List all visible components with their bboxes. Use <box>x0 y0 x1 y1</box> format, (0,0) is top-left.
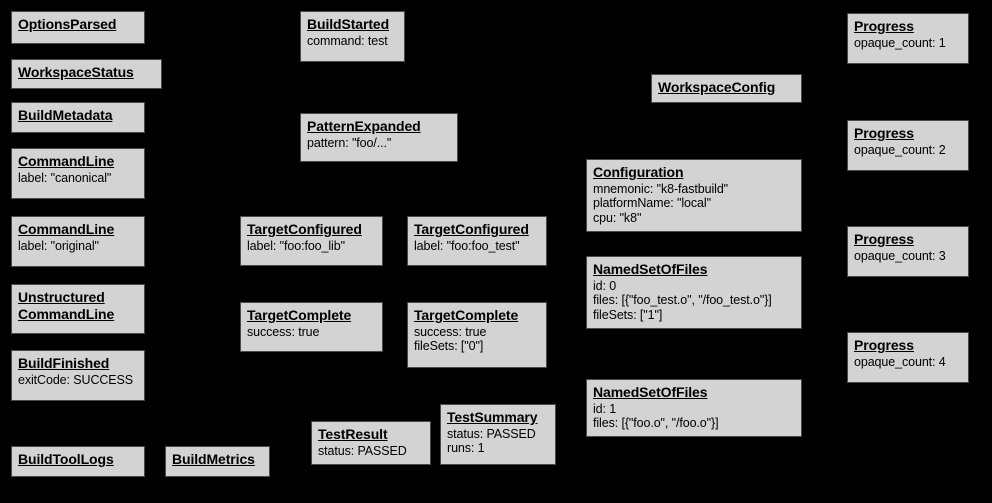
event-node-fields: status: PASSED <box>318 444 424 459</box>
event-node-title: TestResult <box>318 426 388 442</box>
event-node-title: TargetConfigured <box>247 221 362 237</box>
event-node-title: TargetComplete <box>414 307 519 323</box>
event-node-title: WorkspaceStatus <box>18 64 134 80</box>
event-node-fields: pattern: "foo/..." <box>307 136 451 151</box>
event-node-fields: opaque_count: 4 <box>854 355 962 370</box>
event-node-build-tool-logs[interactable]: BuildToolLogs <box>11 446 145 477</box>
event-node-field: fileSets: ["0"] <box>414 339 484 354</box>
event-node-title: TestSummary <box>447 409 538 425</box>
event-node-field: files: [{"foo.o", "/foo.o"}] <box>593 416 719 431</box>
event-node-title: BuildStarted <box>307 16 390 32</box>
event-node-title: BuildFinished <box>18 355 110 371</box>
event-node-field: label: "original" <box>18 238 99 253</box>
event-node-fields: opaque_count: 3 <box>854 249 962 264</box>
event-node-field: id: 0 <box>593 278 617 293</box>
event-node-title: Progress <box>854 18 914 34</box>
event-node-fields: label: "canonical" <box>18 171 138 186</box>
event-node-field: cpu: "k8" <box>593 211 642 226</box>
event-node-field: label: "canonical" <box>18 170 112 185</box>
event-node-fields: label: "foo:foo_test" <box>414 239 540 254</box>
event-node-title: TargetConfigured <box>414 221 529 237</box>
event-node-fields: command: test <box>307 34 398 49</box>
event-node-field: status: PASSED <box>318 443 407 458</box>
event-node-fields: opaque_count: 2 <box>854 143 962 158</box>
event-node-workspace-config[interactable]: WorkspaceConfig <box>651 74 802 103</box>
event-node-title: BuildMetadata <box>18 107 113 123</box>
event-node-field: opaque_count: 4 <box>854 354 946 369</box>
event-node-fields: exitCode: SUCCESS <box>18 373 138 388</box>
event-node-title: Progress <box>854 337 914 353</box>
event-node-title: Progress <box>854 125 914 141</box>
event-node-title: Unstructured CommandLine <box>18 289 115 322</box>
event-node-field: label: "foo:foo_lib" <box>247 238 345 253</box>
event-node-field: label: "foo:foo_test" <box>414 238 520 253</box>
event-node-title: NamedSetOfFiles <box>593 384 708 400</box>
event-node-field: status: PASSED <box>447 426 536 441</box>
event-node-build-metadata[interactable]: BuildMetadata <box>11 102 145 133</box>
event-node-fields: mnemonic: "k8-fastbuild"platformName: "l… <box>593 182 795 226</box>
event-node-title: NamedSetOfFiles <box>593 261 708 277</box>
event-node-fields: label: "foo:foo_lib" <box>247 239 376 254</box>
event-node-title: Configuration <box>593 164 684 180</box>
event-node-field: command: test <box>307 33 388 48</box>
event-node-title: WorkspaceConfig <box>658 79 776 95</box>
event-node-title: TargetComplete <box>247 307 352 323</box>
event-node-field: platformName: "local" <box>593 196 711 211</box>
event-node-title: OptionsParsed <box>18 16 117 32</box>
event-node-fields: success: true <box>247 325 376 340</box>
event-node-field: fileSets: ["1"] <box>593 308 663 323</box>
event-node-field: pattern: "foo/..." <box>307 135 392 150</box>
event-node-title: BuildToolLogs <box>18 451 114 467</box>
event-node-field: opaque_count: 3 <box>854 248 946 263</box>
event-node-field: opaque_count: 1 <box>854 35 946 50</box>
event-node-field: runs: 1 <box>447 441 485 456</box>
event-node-field: id: 1 <box>593 401 617 416</box>
event-node-field: mnemonic: "k8-fastbuild" <box>593 181 729 196</box>
event-node-fields: opaque_count: 1 <box>854 36 962 51</box>
event-node-field: success: true <box>247 324 320 339</box>
event-node-title: CommandLine <box>18 153 115 169</box>
event-node-field: opaque_count: 2 <box>854 142 946 157</box>
event-node-build-metrics[interactable]: BuildMetrics <box>165 446 270 477</box>
event-node-options-parsed[interactable]: OptionsParsed <box>11 11 145 44</box>
event-node-workspace-status[interactable]: WorkspaceStatus <box>11 59 162 89</box>
event-node-title: CommandLine <box>18 221 115 237</box>
event-node-title: BuildMetrics <box>172 451 255 467</box>
event-node-title: Progress <box>854 231 914 247</box>
event-node-field: success: true <box>414 324 487 339</box>
event-node-unstructured-command-line[interactable]: Unstructured CommandLine <box>11 284 145 334</box>
event-node-fields: label: "original" <box>18 239 138 254</box>
event-node-field: files: [{"foo_test.o", "/foo_test.o"}] <box>593 293 772 308</box>
event-node-field: exitCode: SUCCESS <box>18 372 134 387</box>
event-node-title: PatternExpanded <box>307 118 421 134</box>
